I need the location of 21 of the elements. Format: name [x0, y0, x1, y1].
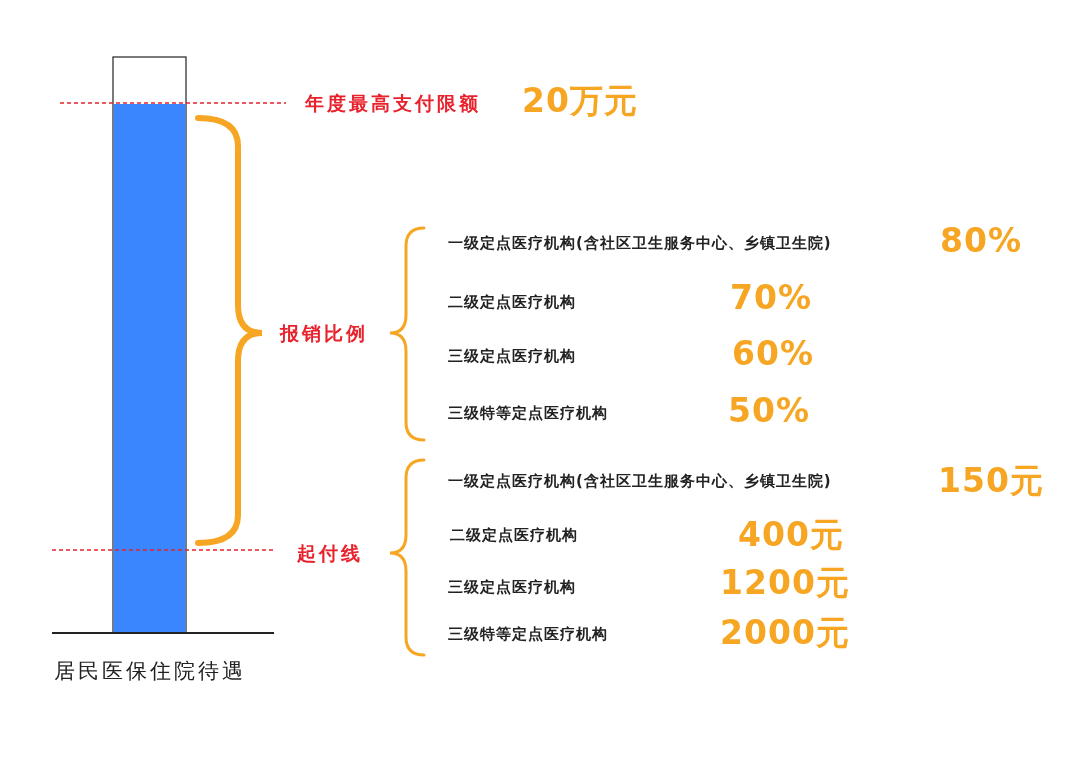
amount-value: 20万元 [522, 82, 638, 120]
bracket-label: 报销比例 [280, 322, 368, 344]
amount-value: 400元 [738, 516, 844, 554]
amount-value: 150元 [938, 462, 1044, 500]
rate-value: 80% [940, 222, 1022, 260]
rate-value: 60% [732, 335, 814, 373]
amount-value: 1200元 [720, 564, 850, 602]
institution-label: 一级定点医疗机构(含社区卫生服务中心、乡镇卫生院) [448, 234, 832, 252]
rate-value: 70% [730, 279, 812, 317]
limit-label: 年度最高支付限额 [305, 92, 481, 114]
institution-label: 三级特等定点医疗机构 [448, 625, 608, 643]
institution-label: 三级定点医疗机构 [448, 347, 576, 365]
threshold-label: 起付线 [297, 542, 363, 564]
institution-label: 三级定点医疗机构 [448, 578, 576, 596]
institution-label: 二级定点医疗机构 [448, 293, 576, 311]
institution-label: 三级特等定点医疗机构 [448, 404, 608, 422]
caption: 居民医保住院待遇 [54, 660, 246, 684]
rate-value: 50% [728, 392, 810, 430]
institution-label: 二级定点医疗机构 [450, 526, 578, 544]
amount-value: 2000元 [720, 614, 850, 652]
institution-label: 一级定点医疗机构(含社区卫生服务中心、乡镇卫生院) [448, 472, 832, 490]
